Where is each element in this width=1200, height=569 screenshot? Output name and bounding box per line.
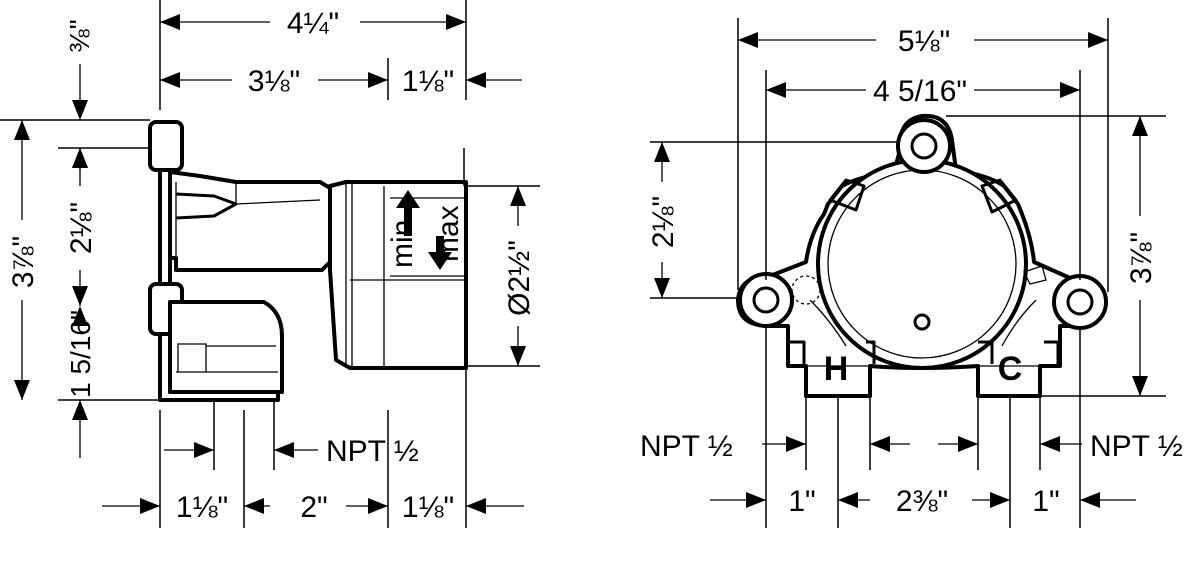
cold-label: C — [998, 350, 1023, 388]
front-extension-lines — [650, 18, 1166, 528]
dim-text: NPT ½ — [640, 430, 733, 463]
dim-text: 4¼" — [287, 7, 339, 40]
dim-text: Ø2½" — [503, 240, 536, 316]
side-view: min. max — [0, 0, 540, 528]
dim-text: 2⅛" — [65, 202, 98, 254]
dim-text: 3⅞" — [1125, 232, 1158, 284]
dim-front-left-height: 2⅛" — [647, 142, 680, 298]
dim-side-overall-width: 4¼" — [160, 7, 466, 40]
label-min: min. — [386, 211, 419, 268]
dim-text: 1⅛" — [402, 491, 454, 524]
dim-side-lower-height: 1 5/16" — [65, 306, 96, 458]
front-valve-body — [736, 113, 1108, 398]
front-view: H C 5⅛" — [640, 18, 1183, 528]
dim-side-diameter: Ø2½" — [503, 186, 536, 366]
dim-text: NPT ½ — [1090, 430, 1183, 463]
arrow-up-icon — [396, 190, 420, 236]
dim-text: NPT ½ — [326, 435, 419, 468]
arrow-down-icon — [428, 236, 452, 270]
dim-front-npt: NPT ½ NPT ½ — [640, 430, 1183, 463]
dim-text: 1⅛" — [176, 491, 228, 524]
min-max-indicator: min. max — [386, 190, 465, 270]
dim-text: ⅜" — [64, 19, 95, 52]
dim-side-front-depth: 1⅛" — [402, 65, 522, 98]
dim-front-bottom-chain: 1" 2⅜" 1" — [710, 485, 1136, 518]
dim-side-top-offset: ⅜" — [64, 19, 95, 170]
dim-side-upper-height: 2⅛" — [65, 148, 98, 306]
dim-text: 4 5/16" — [873, 75, 967, 108]
dim-text: 2⅜" — [896, 485, 948, 518]
dim-text: 1⅛" — [402, 65, 454, 98]
dim-side-npt: NPT ½ — [164, 435, 419, 468]
dim-side-overall-height: 3⅞" — [7, 120, 40, 400]
dim-side-body-width: 3⅛" — [160, 65, 388, 98]
dim-text: 1" — [1032, 485, 1059, 518]
dim-text: 1 5/16" — [65, 310, 96, 398]
dim-text: 2" — [300, 491, 327, 524]
dim-text: 2⅛" — [647, 196, 680, 248]
dim-front-right-height: 3⅞" — [1125, 116, 1158, 396]
dim-text: 1" — [788, 485, 815, 518]
dim-front-overall-width: 5⅛" — [738, 25, 1108, 58]
dim-text: 5⅛" — [898, 25, 950, 58]
side-extension-lines — [0, 0, 540, 528]
dim-front-inner-width: 4 5/16" — [766, 75, 1080, 108]
side-valve-body — [148, 120, 468, 402]
dim-side-bottom-chain: 1⅛" 2" 1⅛" — [102, 491, 524, 524]
dim-text: 3⅛" — [248, 65, 300, 98]
hot-label: H — [824, 350, 849, 388]
dim-text: 3⅞" — [7, 236, 40, 288]
